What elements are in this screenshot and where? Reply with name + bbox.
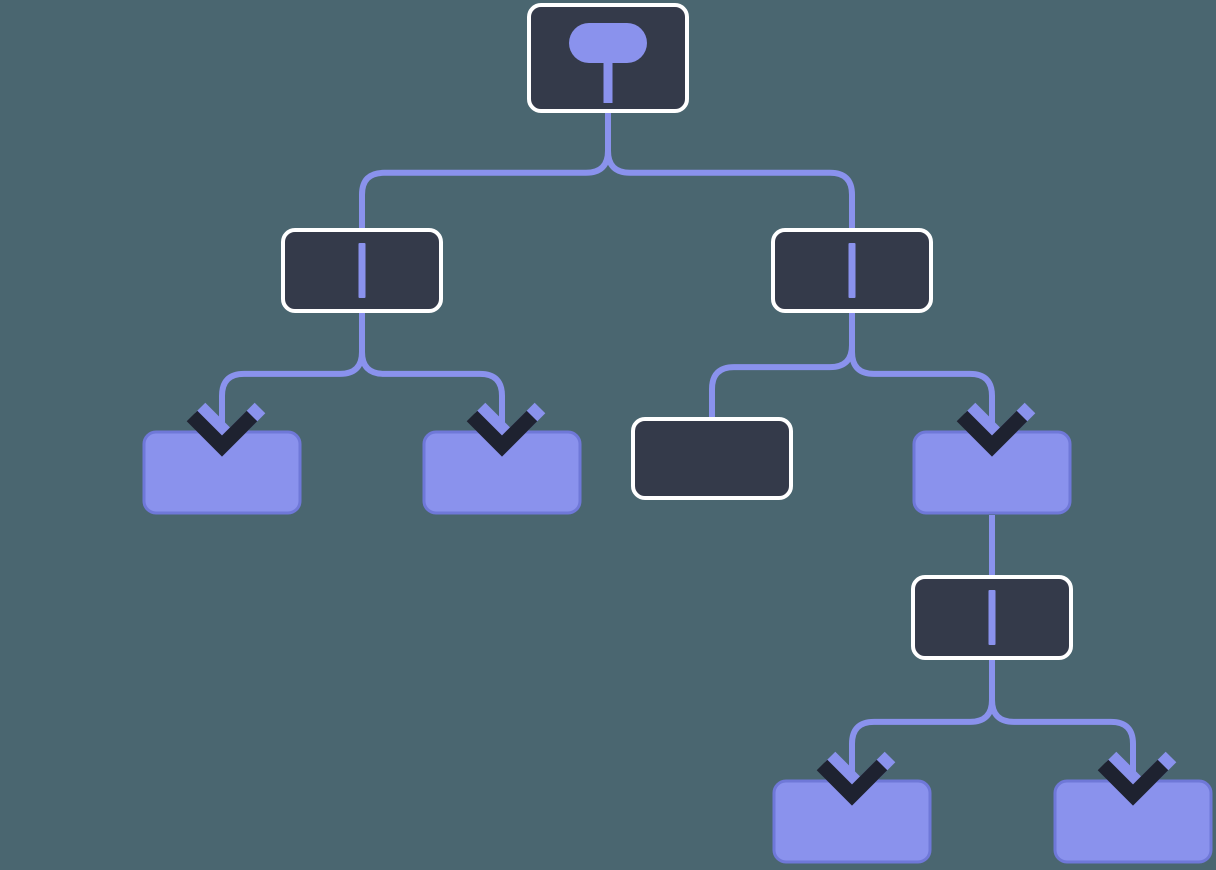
node-layer xyxy=(142,3,1213,864)
leaf-node-right-dark-body[interactable] xyxy=(631,417,793,500)
branch-right-node[interactable] xyxy=(771,228,933,313)
edge-root-to-branch-right[interactable] xyxy=(605,113,855,228)
leaf-node-right-dark[interactable] xyxy=(631,417,793,500)
edge-branch-right-to-mid[interactable] xyxy=(849,313,995,430)
vertical-bar-glyph xyxy=(358,243,366,298)
arrowhead-dark-e6 xyxy=(956,410,1028,457)
edge-sub-branch-to-leaf-1[interactable] xyxy=(849,660,995,779)
edge-branch-left-to-leaf-2[interactable] xyxy=(359,313,505,430)
edge-layer xyxy=(219,113,1136,779)
arrowhead-dark-e8 xyxy=(816,759,888,806)
edge-branch-left-to-leaf-1[interactable] xyxy=(219,313,365,430)
arrowhead-dark-e9 xyxy=(1097,759,1169,806)
root-node[interactable] xyxy=(527,3,689,113)
edge-sub-branch-to-leaf-2[interactable] xyxy=(989,660,1136,779)
pin-glyph-stem xyxy=(603,61,613,103)
pin-glyph-head xyxy=(569,23,647,63)
arrow-layer xyxy=(186,402,1177,806)
sub-branch-node[interactable] xyxy=(911,575,1073,660)
arrowhead-dark-e4 xyxy=(466,410,538,457)
vertical-bar-glyph xyxy=(988,590,996,645)
vertical-bar-glyph xyxy=(848,243,856,298)
edge-branch-right-to-dark[interactable] xyxy=(709,313,855,417)
edge-root-to-branch-left[interactable] xyxy=(359,113,611,228)
arrowhead-dark-e3 xyxy=(186,410,258,457)
branch-left-node[interactable] xyxy=(281,228,443,313)
